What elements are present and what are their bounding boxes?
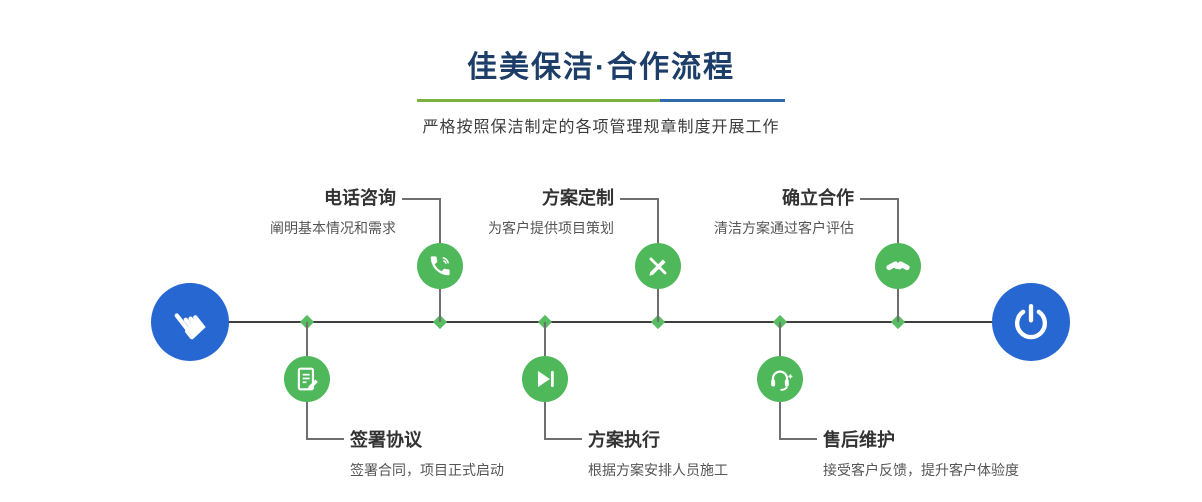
connector-line [544,402,546,439]
step-desc: 签署合同，项目正式启动 [350,462,504,478]
timeline-end-node [992,283,1070,361]
step-circle-support [757,356,803,402]
headset-icon [771,370,793,391]
timeline-start-node: ☛ [151,283,229,361]
connector-line [779,322,781,356]
connector-line [620,198,658,200]
connector-line [657,289,659,322]
contract-icon [297,367,318,391]
connector-line [306,438,344,440]
connector-line [544,322,546,356]
step-label-design: 方案定制 为客户提供项目策划 [488,184,614,238]
step-label-support: 售后维护 接受客户反馈，提升客户体验度 [823,426,1019,480]
page-subtitle: 严格按照保洁制定的各项管理规章制度开展工作 [422,119,780,136]
step-title: 确立合作 [782,188,854,208]
connector-line [860,198,898,200]
connector-line [657,198,659,243]
step-desc: 为客户提供项目策划 [488,220,614,236]
divider-green-segment [417,99,660,102]
step-circle-cooperation [875,243,921,289]
title-divider [417,99,785,102]
step-title: 方案执行 [588,430,660,450]
step-desc: 阐明基本情况和需求 [270,220,396,236]
connector-line [402,198,440,200]
connector-line [439,198,441,243]
design-pencil-icon [649,257,667,276]
step-circle-contract [284,356,330,402]
connector-line [897,289,899,322]
connector-line [306,322,308,356]
connector-line [306,402,308,439]
connector-line [779,438,817,440]
play-icon [537,370,554,388]
step-circle-execute [522,356,568,402]
connector-line [544,438,582,440]
divider-blue-segment [659,99,785,102]
handshake-icon [886,261,910,271]
step-desc: 清洁方案通过客户评估 [714,220,854,236]
timeline-line [190,321,1031,323]
step-desc: 根据方案安排人员施工 [588,462,728,478]
connector-line [779,402,781,439]
step-label-phone: 电话咨询 阐明基本情况和需求 [270,184,396,238]
step-title: 方案定制 [542,188,614,208]
power-icon [1015,304,1047,340]
step-desc: 接受客户反馈，提升客户体验度 [823,462,1019,478]
connector-line [439,289,441,322]
step-circle-design [635,243,681,289]
step-title: 售后维护 [823,430,895,450]
connector-line [897,198,899,243]
step-title: 电话咨询 [324,188,396,208]
step-circle-phone [417,243,463,289]
phone-icon [430,256,450,276]
pointer-hand-icon: ☛ [158,292,221,353]
page-title: 佳美保洁·合作流程 [467,51,735,84]
step-title: 签署协议 [350,430,422,450]
step-label-contract: 签署协议 签署合同，项目正式启动 [350,426,504,480]
step-label-cooperation: 确立合作 清洁方案通过客户评估 [714,184,854,238]
step-label-execute: 方案执行 根据方案安排人员施工 [588,426,728,480]
